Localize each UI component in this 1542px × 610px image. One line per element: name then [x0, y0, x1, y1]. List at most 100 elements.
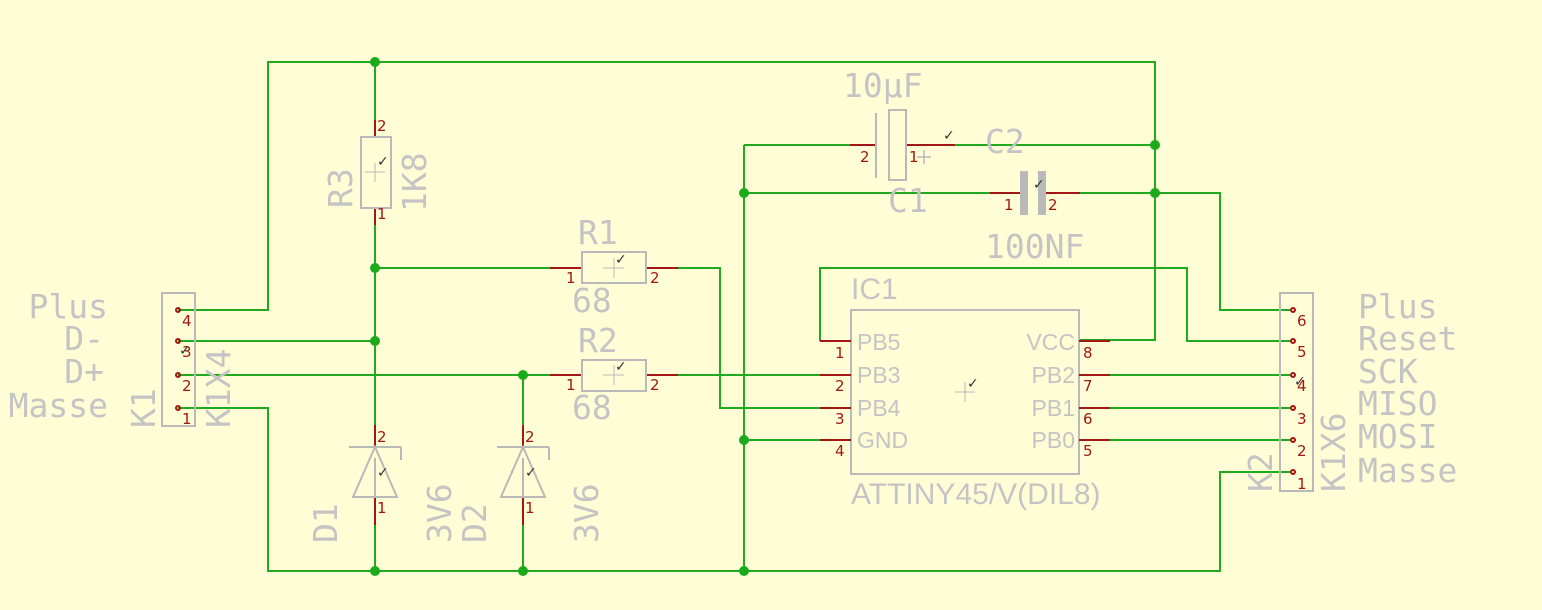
r2-origin-mark: [603, 365, 624, 385]
resistor-r2[interactable]: 1 2 R2 68: [550, 321, 678, 427]
wire-r1-right[interactable]: [678, 267, 820, 409]
junction-dot: [518, 370, 528, 380]
k2-label-miso: MISO: [1358, 384, 1437, 423]
c1-plate-right: [888, 109, 907, 181]
check-icon: ✓: [525, 465, 537, 481]
ic1-pin-name-pb4: PB4: [857, 395, 901, 421]
d2-pin-1: 1: [525, 499, 535, 517]
junction-dot: [518, 566, 528, 576]
k2-pin-2: 2: [1297, 442, 1307, 460]
c2-plate-right: [1038, 171, 1046, 215]
check-icon: ✓: [1033, 177, 1045, 193]
junction-dot: [739, 435, 749, 445]
r1-pin-1: 1: [566, 269, 576, 287]
ic1-pin-name-gnd: GND: [857, 427, 908, 453]
c2-pin-2: 2: [1048, 196, 1058, 214]
k1-pin-3: 3: [182, 343, 192, 361]
k1-value: K1X4: [199, 349, 238, 428]
connector-k1[interactable]: 4 3 2 1 Plus D- D+ Masse K1 K1X4: [9, 287, 238, 428]
wire-reset[interactable]: [819, 267, 1290, 342]
diode-d2[interactable]: 2 1 D2 3V6: [455, 425, 606, 543]
check-icon: ✓: [1294, 374, 1306, 390]
c1-pin-1: 1: [909, 148, 919, 166]
ic1-pin-name-pb2: PB2: [1032, 362, 1075, 388]
ic1-name: IC1: [851, 273, 898, 306]
k1-label-dminus: D-: [64, 319, 104, 358]
k2-label-plus: Plus: [1358, 287, 1437, 326]
r3-pin-2: 2: [377, 117, 387, 135]
wires: [178, 61, 1290, 572]
d2-pin-2: 2: [525, 428, 535, 446]
c1-value: 10µF: [843, 66, 922, 105]
k1-pin-2: 2: [182, 377, 192, 395]
check-icon: ✓: [967, 376, 979, 392]
k2-pin-3: 3: [1297, 410, 1307, 428]
junctions: [370, 57, 1160, 576]
ic1-pin-num-5: 5: [1083, 442, 1093, 460]
wire-gnd-left[interactable]: [178, 407, 1290, 572]
k1-body: [161, 292, 196, 427]
junction-dot: [370, 566, 380, 576]
resistor-r3[interactable]: 2 1 R3 1K8: [321, 117, 434, 225]
d1-name: D1: [306, 503, 345, 543]
r1-value: 68: [572, 281, 612, 320]
r3-name: R3: [321, 168, 360, 208]
ic1-pin-num-2: 2: [835, 377, 845, 395]
k1-label-masse: Masse: [9, 386, 108, 425]
check-icon: ✓: [377, 465, 389, 481]
connector-k2[interactable]: 6 5 4 3 2 1 Plus Reset SCK MISO MOSI Mas…: [1241, 287, 1457, 493]
ic1-pin-num-6: 6: [1083, 410, 1093, 428]
check-icon: ✓: [377, 154, 389, 170]
ic1-pin-num-8: 8: [1083, 344, 1093, 362]
ic-ic1[interactable]: 1 2 3 4 8 7 6 5 PB5 PB3 PB4 GND VCC PB2 …: [820, 273, 1110, 511]
r2-body: [581, 359, 647, 392]
d1-pin-1: 1: [377, 499, 387, 517]
ic1-pin-num-3: 3: [835, 410, 845, 428]
ic1-pin-name-pb1: PB1: [1032, 395, 1075, 421]
c2-plate-left: [1020, 171, 1028, 215]
r3-value: 1K8: [395, 152, 434, 212]
ic1-pin-name-pb3: PB3: [857, 362, 900, 388]
capacitor-c2[interactable]: 1 2 C2 100NF: [985, 122, 1084, 266]
k2-pin-markers: [1290, 307, 1296, 475]
ic1-value: ATTINY45/V(DIL8): [851, 478, 1101, 511]
ic1-pin-leads: [820, 340, 1110, 441]
c1-plus-mark: [917, 150, 931, 164]
ic1-pin-name-pb5: PB5: [857, 329, 900, 355]
k2-label-masse: Masse: [1358, 451, 1457, 490]
r2-name: R2: [578, 321, 618, 360]
k1-name: K1: [124, 388, 163, 428]
diode-d1[interactable]: 2 1 D1 3V6: [306, 425, 459, 543]
k1-pin-markers: [175, 307, 181, 411]
junction-dot: [1150, 188, 1160, 198]
r2-pin-2: 2: [650, 376, 660, 394]
junction-dot: [739, 188, 749, 198]
c2-pin-1: 1: [1004, 196, 1014, 214]
check-marks: ✓ ✓ ✓ ✓ ✓ ✓ ✓ ✓ ✓ ✓: [179, 128, 1306, 481]
junction-dot: [370, 57, 380, 67]
junction-dot: [370, 336, 380, 346]
r1-origin-mark: [603, 258, 624, 278]
c2-value: 100NF: [985, 227, 1084, 266]
ic1-origin-mark: [955, 382, 975, 402]
ic1-pin-num-7: 7: [1083, 377, 1093, 395]
wire-plus-top[interactable]: [178, 61, 1156, 341]
r1-name: R1: [578, 213, 618, 252]
capacitor-c1[interactable]: 2 1 10µF C1: [843, 66, 955, 220]
junction-dot: [370, 263, 380, 273]
d2-cathode-bar: [497, 446, 550, 460]
k2-pin-6: 6: [1297, 312, 1307, 330]
junction-dot: [1150, 140, 1160, 150]
resistor-r1[interactable]: 1 2 R1 68: [550, 213, 678, 320]
ic1-pin-num-1: 1: [835, 344, 845, 362]
wire-c2-right[interactable]: [1080, 192, 1290, 311]
k1-label-plus: Plus: [29, 287, 108, 326]
c2-name: C2: [985, 122, 1025, 161]
k2-value: K1X6: [1314, 413, 1353, 492]
c1-name: C1: [888, 181, 928, 220]
k2-label-mosi: MOSI: [1358, 417, 1437, 456]
k2-pin-5: 5: [1297, 343, 1307, 361]
k1-pin-1: 1: [182, 410, 192, 428]
check-icon: ✓: [179, 343, 191, 359]
